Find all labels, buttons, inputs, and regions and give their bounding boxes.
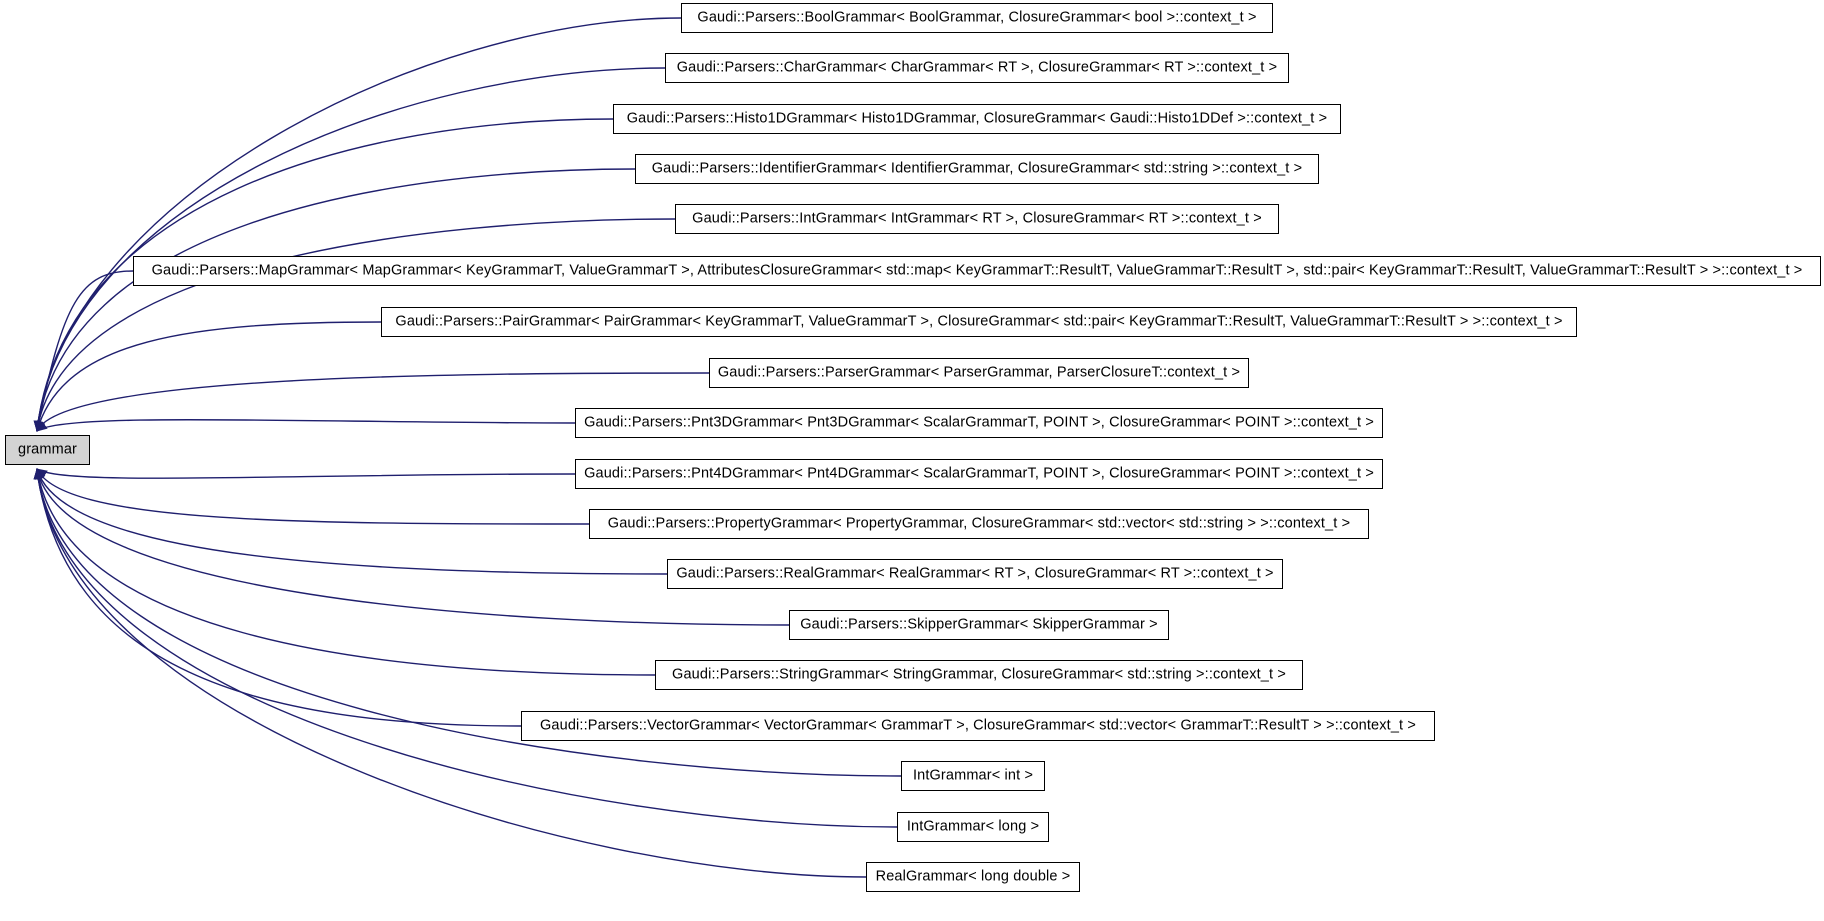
edge-skipper-grammar-to-root xyxy=(34,468,790,626)
edge-pair-grammar-to-root xyxy=(35,321,382,432)
node-label: Gaudi::Parsers::VectorGrammar< VectorGra… xyxy=(539,717,1416,734)
edge-group xyxy=(33,17,902,878)
edge-vector-grammar-to-root xyxy=(33,468,522,727)
node-label: Gaudi::Parsers::PairGrammar< PairGrammar… xyxy=(395,313,1563,330)
graph-node-pair-grammar[interactable]: Gaudi::Parsers::PairGrammar< PairGrammar… xyxy=(381,307,1577,337)
node-label: Gaudi::Parsers::IdentifierGrammar< Ident… xyxy=(651,160,1303,177)
node-label: Gaudi::Parsers::Pnt4DGrammar< Pnt4DGramm… xyxy=(584,465,1374,482)
graph-node-char-grammar[interactable]: Gaudi::Parsers::CharGrammar< CharGrammar… xyxy=(665,53,1289,83)
node-label: Gaudi::Parsers::PropertyGrammar< Propert… xyxy=(607,515,1351,532)
edge-char-grammar-to-root xyxy=(33,67,666,432)
graph-node-pnt3d-grammar[interactable]: Gaudi::Parsers::Pnt3DGrammar< Pnt3DGramm… xyxy=(575,408,1383,438)
node-label: Gaudi::Parsers::IntGrammar< IntGrammar< … xyxy=(692,210,1262,227)
node-label: Gaudi::Parsers::RealGrammar< RealGrammar… xyxy=(676,565,1274,582)
graph-node-pnt4d-grammar[interactable]: Gaudi::Parsers::Pnt4DGrammar< Pnt4DGramm… xyxy=(575,459,1383,489)
edge-map-grammar-to-root xyxy=(34,270,134,432)
node-label: IntGrammar< int > xyxy=(912,767,1034,784)
graph-node-root[interactable]: grammar xyxy=(5,435,90,465)
graph-node-skipper-grammar[interactable]: Gaudi::Parsers::SkipperGrammar< SkipperG… xyxy=(789,610,1169,640)
graph-node-map-grammar[interactable]: Gaudi::Parsers::MapGrammar< MapGrammar< … xyxy=(133,256,1821,286)
edge-pnt4d-grammar-to-root xyxy=(36,468,576,479)
node-label: IntGrammar< long > xyxy=(906,818,1040,835)
node-label: Gaudi::Parsers::StringGrammar< StringGra… xyxy=(672,666,1286,683)
graph-node-property-grammar[interactable]: Gaudi::Parsers::PropertyGrammar< Propert… xyxy=(589,509,1369,539)
edge-property-grammar-to-root xyxy=(36,468,590,525)
node-label: Gaudi::Parsers::CharGrammar< CharGrammar… xyxy=(676,59,1278,76)
graph-node-histo1d-grammar[interactable]: Gaudi::Parsers::Histo1DGrammar< Histo1DG… xyxy=(613,104,1341,134)
node-label: Gaudi::Parsers::Pnt3DGrammar< Pnt3DGramm… xyxy=(584,414,1374,431)
node-label: RealGrammar< long double > xyxy=(875,868,1071,885)
node-label: Gaudi::Parsers::Histo1DGrammar< Histo1DG… xyxy=(626,110,1328,127)
graph-node-int-grammar-long[interactable]: IntGrammar< long > xyxy=(897,812,1049,842)
graph-node-identifier-grammar[interactable]: Gaudi::Parsers::IdentifierGrammar< Ident… xyxy=(635,154,1319,184)
graph-node-string-grammar[interactable]: Gaudi::Parsers::StringGrammar< StringGra… xyxy=(655,660,1303,690)
edge-pnt3d-grammar-to-root xyxy=(36,418,576,432)
node-label: Gaudi::Parsers::BoolGrammar< BoolGrammar… xyxy=(697,9,1257,26)
edge-real-grammar-to-root xyxy=(35,468,668,575)
edge-bool-grammar-to-root xyxy=(33,17,682,432)
node-label: grammar xyxy=(17,441,78,458)
edge-identifier-grammar-to-root xyxy=(33,168,636,432)
graph-node-int-grammar[interactable]: Gaudi::Parsers::IntGrammar< IntGrammar< … xyxy=(675,204,1279,234)
node-label: Gaudi::Parsers::SkipperGrammar< SkipperG… xyxy=(800,616,1158,633)
graph-node-vector-grammar[interactable]: Gaudi::Parsers::VectorGrammar< VectorGra… xyxy=(521,711,1435,741)
node-label: Gaudi::Parsers::MapGrammar< MapGrammar< … xyxy=(151,262,1803,279)
graph-node-parser-grammar[interactable]: Gaudi::Parsers::ParserGrammar< ParserGra… xyxy=(709,358,1249,388)
graph-node-bool-grammar[interactable]: Gaudi::Parsers::BoolGrammar< BoolGrammar… xyxy=(681,3,1273,33)
graph-node-real-grammar[interactable]: Gaudi::Parsers::RealGrammar< RealGrammar… xyxy=(667,559,1283,589)
graph-node-int-grammar-int[interactable]: IntGrammar< int > xyxy=(901,761,1045,791)
graph-node-real-grammar-long-double[interactable]: RealGrammar< long double > xyxy=(866,862,1080,892)
node-label: Gaudi::Parsers::ParserGrammar< ParserGra… xyxy=(717,364,1241,381)
edge-string-grammar-to-root xyxy=(34,468,656,676)
